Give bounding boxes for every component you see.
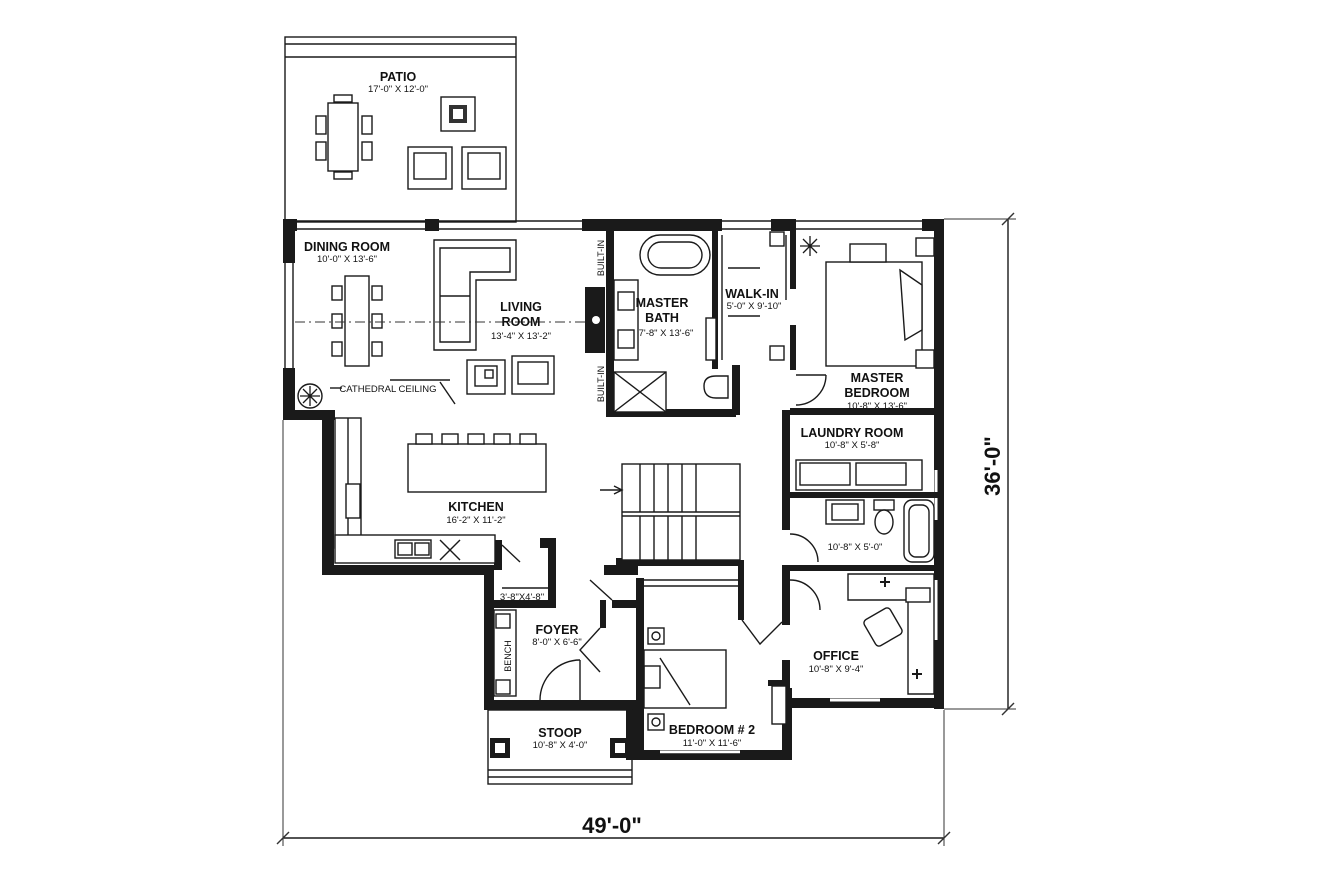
kitchen-island-icon — [407, 433, 547, 493]
cathedral-ceiling-note: CATHEDRAL CEILING — [339, 384, 436, 395]
sink-icon — [825, 499, 865, 525]
exterior-walls — [283, 219, 944, 760]
foyer-size: 8'-0" X 6'-6" — [532, 637, 581, 648]
plant-icon — [800, 236, 820, 256]
master-bath: MASTER BATH 7'-8" X 13'-6" — [613, 234, 729, 413]
patio-name: PATIO — [380, 70, 417, 84]
bedroom2-name: BEDROOM # 2 — [669, 723, 755, 737]
stoop-size: 10'-8" X 4'-0" — [533, 740, 588, 751]
width-dimension: 49'-0" — [276, 420, 951, 846]
walk-in-name: WALK-IN — [725, 287, 778, 301]
closet-size: 3'-8"X4'-8" — [500, 592, 544, 603]
office-size: 10'-8" X 9'-4" — [809, 664, 864, 675]
master-bedroom-name-2: BEDROOM — [844, 386, 909, 400]
bathroom-2: 10'-8" X 5'-0" — [789, 499, 935, 563]
stoop: STOOP 10'-8" X 4'-0" — [487, 709, 633, 785]
dining-room-name: DINING ROOM — [304, 240, 390, 254]
office-chair-icon — [863, 607, 903, 647]
dining-room-size: 10'-0" X 13'-6" — [317, 254, 377, 265]
living-room-name-1: LIVING — [500, 300, 542, 314]
kitchen: KITCHEN 16'-2" X 11'-2" — [334, 417, 547, 564]
foyer: BENCH FOYER 8'-0" X 6'-6" — [493, 579, 613, 701]
bathtub-icon — [903, 499, 935, 563]
fire-pit-icon — [440, 96, 476, 132]
builtin-top-note: BUILT-IN — [596, 240, 606, 276]
interior-walls — [494, 219, 940, 758]
depth-dimension: 36'-0" — [944, 212, 1016, 716]
walk-in-size: 5'-0" X 9'-10" — [727, 301, 782, 312]
closet: 3'-8"X4'-8" — [500, 544, 548, 603]
staircase — [600, 463, 741, 561]
toilet-icon — [703, 375, 729, 399]
laundry-size: 10'-8" X 5'-8" — [825, 440, 880, 451]
bath2-size: 10'-8" X 5'-0" — [828, 542, 883, 553]
bedroom-2: BEDROOM # 2 11'-0" X 11'-6" — [643, 579, 787, 749]
laundry-name: LAUNDRY ROOM — [801, 426, 904, 440]
master-bedroom: MASTER BEDROOM 10'-8" X 13'-6" — [795, 236, 935, 412]
office-name: OFFICE — [813, 649, 859, 663]
master-bath-size: 7'-8" X 13'-6" — [639, 328, 694, 339]
depth-label: 36'-0" — [980, 436, 1005, 496]
lounge-chairs-icon — [407, 146, 507, 190]
patio: PATIO 17'-0" X 12'-0" — [284, 36, 517, 223]
living-room: CATHEDRAL CEILING LIVING ROOM 13'-4" X 1… — [295, 239, 606, 405]
living-room-size: 13'-4" X 13'-2" — [491, 331, 551, 342]
tv-stand-icon — [585, 287, 605, 353]
walk-in-closet: WALK-IN 5'-0" X 9'-10" — [721, 231, 787, 361]
bed-icon — [643, 649, 727, 709]
plant-icon — [297, 383, 323, 409]
patio-size: 17'-0" X 12'-0" — [368, 84, 428, 95]
dining-room: DINING ROOM 10'-0" X 13'-6" — [297, 240, 390, 409]
office: OFFICE 10'-8" X 9'-4" — [789, 573, 935, 695]
bed-icon — [825, 243, 923, 367]
bench-note: BENCH — [503, 640, 513, 672]
shower-icon — [613, 371, 667, 413]
dining-table-icon — [331, 275, 383, 367]
laundry-room: LAUNDRY ROOM 10'-8" X 5'-8" — [795, 426, 923, 491]
living-room-name-2: ROOM — [502, 315, 541, 329]
armchairs-icon — [466, 355, 555, 395]
master-bath-name-2: BATH — [645, 311, 679, 325]
patio-dining-table-icon — [315, 94, 373, 180]
vanity-icon — [613, 279, 639, 361]
sofa-icon — [433, 239, 517, 351]
kitchen-name: KITCHEN — [448, 500, 504, 514]
master-bedroom-size: 10'-8" X 13'-6" — [847, 401, 907, 412]
master-bedroom-name-1: MASTER — [851, 371, 904, 385]
width-label: 49'-0" — [582, 813, 642, 838]
desk-icon — [847, 573, 935, 695]
builtin-bottom-note: BUILT-IN — [596, 366, 606, 402]
foyer-name: FOYER — [535, 623, 578, 637]
bedroom2-size: 11'-0" X 11'-6" — [683, 738, 742, 749]
bathtub-icon — [639, 234, 711, 276]
kitchen-size: 16'-2" X 11'-2" — [446, 515, 505, 526]
kitchen-sink-icon — [394, 539, 432, 559]
master-bath-name-1: MASTER — [636, 296, 689, 310]
toilet-icon — [873, 499, 895, 535]
stoop-name: STOOP — [538, 726, 582, 740]
